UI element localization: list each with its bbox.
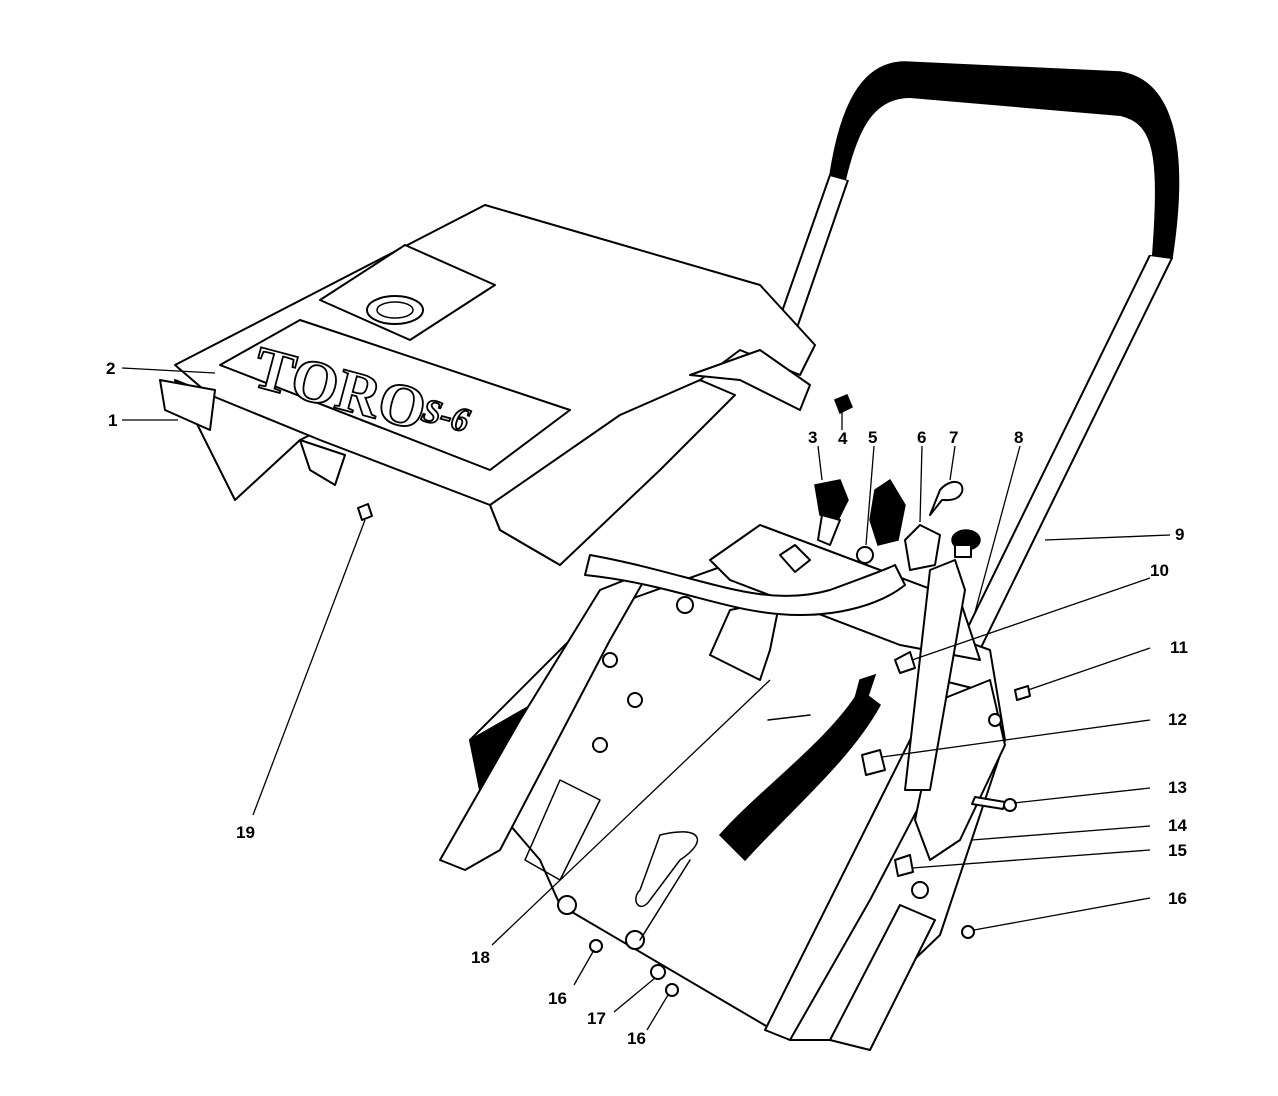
frame-hole <box>627 692 643 708</box>
leader-lines <box>121 367 1171 1031</box>
grip-highlight <box>846 97 1155 256</box>
callout-16c: 16 <box>1168 889 1187 908</box>
clip <box>779 544 811 573</box>
bottom-skid <box>829 904 936 1051</box>
nut-10 <box>894 651 916 674</box>
mid-bracket <box>709 599 781 681</box>
hood-rear-lip <box>689 349 811 411</box>
primer-body <box>954 544 972 558</box>
frame-hole <box>911 881 929 899</box>
callout-17: 17 <box>587 1009 606 1028</box>
bolt-13-head <box>1003 798 1017 812</box>
rod <box>639 859 691 941</box>
hood-bracket-left <box>159 379 216 431</box>
handle-grip <box>829 61 1180 259</box>
slot-cutout <box>524 779 601 881</box>
hardware <box>357 394 1031 997</box>
callout-2: 2 <box>106 359 115 378</box>
clip-19 <box>357 503 373 521</box>
left-rail <box>439 569 651 871</box>
fuel-cap-inner <box>376 301 414 319</box>
choke-knob <box>869 478 906 546</box>
washer-17 <box>650 964 666 980</box>
fuel-recess <box>319 244 496 341</box>
callout-labels: 1 2 3 4 5 6 7 8 9 10 11 12 13 14 15 16 1… <box>106 359 1188 1048</box>
bolt-13 <box>971 796 1006 810</box>
callout-3: 3 <box>808 428 817 447</box>
frame-hole <box>988 713 1002 727</box>
throttle-knob <box>814 479 849 521</box>
callout-4: 4 <box>838 429 848 448</box>
screw-16a <box>589 939 603 953</box>
choke-grommet <box>856 546 874 564</box>
nut-15 <box>894 854 914 877</box>
handle-assembly <box>771 61 1180 671</box>
brand-panel <box>219 319 571 471</box>
callout-19: 19 <box>236 823 255 842</box>
callout-8: 8 <box>1014 428 1023 447</box>
strap <box>767 714 811 721</box>
callout-18: 18 <box>471 948 490 967</box>
screw-4 <box>834 394 853 415</box>
controls <box>814 478 981 571</box>
frame-hole <box>592 737 608 753</box>
callout-16a: 16 <box>548 989 567 1008</box>
callout-10: 10 <box>1150 561 1169 580</box>
callout-1: 1 <box>108 411 117 430</box>
hood-bracket-mid <box>299 439 346 486</box>
fuel-cap <box>366 295 424 325</box>
nut-11 <box>1014 685 1031 701</box>
clip-12 <box>861 749 886 776</box>
hood-assembly: TORO S-6 <box>159 204 816 566</box>
panel-shadow-mid <box>718 688 881 862</box>
throttle-stem <box>817 514 841 546</box>
handle-right-tube <box>947 254 1173 671</box>
callout-9: 9 <box>1175 525 1184 544</box>
frame-hole <box>602 652 618 668</box>
callout-6: 6 <box>917 428 926 447</box>
hood-front-face <box>489 379 736 566</box>
ignition-key <box>929 481 964 516</box>
cable <box>846 673 877 727</box>
callout-12: 12 <box>1168 710 1187 729</box>
callout-15: 15 <box>1168 841 1187 860</box>
dash-tube <box>584 554 906 616</box>
callout-11: 11 <box>1170 638 1188 657</box>
screw-16c <box>961 925 975 939</box>
bumper <box>557 895 577 915</box>
slot-long <box>635 831 699 907</box>
callout-5: 5 <box>868 428 877 447</box>
callout-14: 14 <box>1168 816 1187 835</box>
bumper <box>625 930 645 950</box>
callout-16b: 16 <box>627 1029 646 1048</box>
ignition-switch <box>904 524 941 571</box>
callout-13: 13 <box>1168 778 1187 797</box>
screw-16b <box>665 983 679 997</box>
callout-7: 7 <box>949 428 958 447</box>
frame-hole <box>676 596 694 614</box>
